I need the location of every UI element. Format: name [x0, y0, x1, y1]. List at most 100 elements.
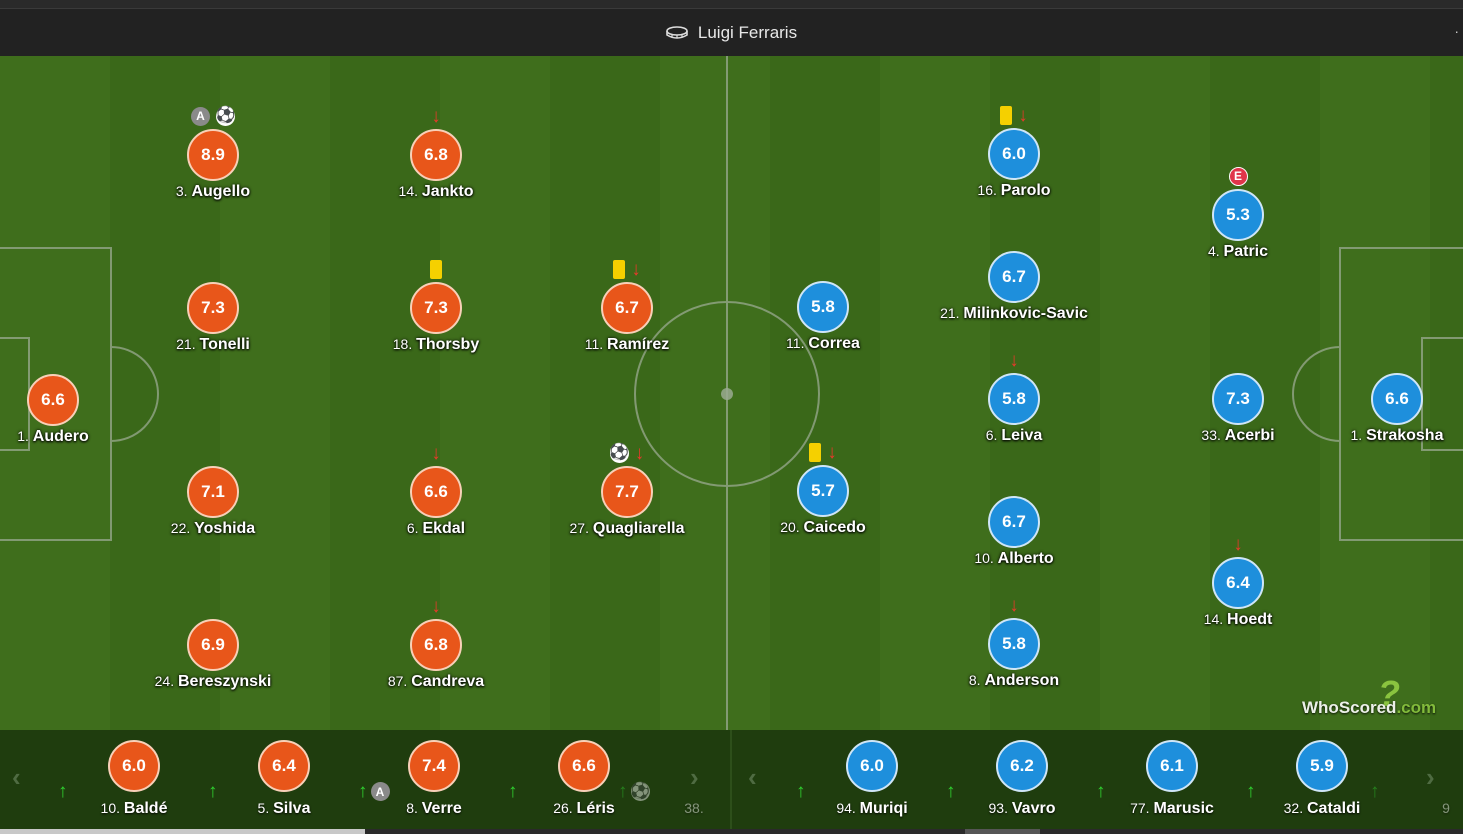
scrollbar-thumb-right[interactable] — [965, 829, 1040, 834]
sub-name[interactable]: 26. Léris — [524, 800, 644, 818]
player-rating[interactable]: 5.8 — [797, 281, 849, 333]
home-player-bereszynski[interactable]: 6.9 24. Bereszynski — [133, 593, 293, 693]
away-sub-vavro[interactable]: 6.2↑93. Vavro — [946, 738, 1082, 828]
sub-name[interactable]: 38. — [634, 800, 754, 818]
away-player-correa[interactable]: 5.8 11. Correa — [743, 255, 903, 355]
sub-name[interactable]: 94. Muriqi — [812, 800, 932, 818]
player-name[interactable]: 24. Bereszynski — [133, 673, 293, 691]
player-rating[interactable]: 6.9 — [187, 619, 239, 671]
player-rating[interactable]: 5.7 — [797, 465, 849, 517]
player-rating[interactable]: 7.3 — [187, 282, 239, 334]
player-rating[interactable]: 6.6 — [1371, 373, 1423, 425]
player-rating[interactable]: 6.7 — [601, 282, 653, 334]
away-sub-marusic[interactable]: 6.1↑77. Marusic — [1096, 738, 1232, 828]
player-name[interactable]: 4. Patric — [1158, 243, 1318, 261]
sub-rating[interactable]: 5.9 — [1296, 740, 1348, 792]
home-player-audero[interactable]: 6.6 1. Audero — [0, 348, 133, 448]
player-rating[interactable]: 6.8 — [410, 129, 462, 181]
sub-rating[interactable]: 6.1 — [1146, 740, 1198, 792]
player-name[interactable]: 21. Tonelli — [133, 336, 293, 354]
player-rating[interactable]: 6.7 — [988, 496, 1040, 548]
away-sub-cataldi[interactable]: 5.9↑32. Cataldi — [1246, 738, 1382, 828]
away-sub-partial[interactable]: ↑9 — [1370, 738, 1463, 828]
player-name[interactable]: 1. Audero — [0, 428, 133, 446]
away-subs-next-arrow[interactable]: › — [1426, 762, 1435, 792]
sub-rating[interactable]: 7.4 — [408, 740, 460, 792]
home-sub-bald-[interactable]: 6.0↑10. Baldé — [58, 738, 194, 828]
home-player-thorsby[interactable]: 7.3 18. Thorsby — [356, 256, 516, 356]
player-name[interactable]: 6. Leiva — [934, 427, 1094, 445]
player-rating[interactable]: 6.7 — [988, 251, 1040, 303]
sub-rating[interactable]: 6.2 — [996, 740, 1048, 792]
away-player-acerbi[interactable]: 7.3 33. Acerbi — [1158, 347, 1318, 447]
player-name[interactable]: 27. Quagliarella — [547, 520, 707, 538]
player-name[interactable]: 20. Caicedo — [743, 519, 903, 537]
player-rating[interactable]: 7.7 — [601, 466, 653, 518]
player-rating[interactable]: 6.4 — [1212, 557, 1264, 609]
player-rating[interactable]: 6.6 — [27, 374, 79, 426]
player-name[interactable]: 22. Yoshida — [133, 520, 293, 538]
sub-name[interactable]: 93. Vavro — [962, 800, 1082, 818]
home-sub-l-ris[interactable]: 6.6↑26. Léris — [508, 738, 644, 828]
home-subs-prev-arrow[interactable]: ‹ — [12, 762, 21, 792]
away-subs-prev-arrow[interactable]: ‹ — [748, 762, 757, 792]
player-rating[interactable]: 6.0 — [988, 128, 1040, 180]
header-edge-mark[interactable]: · — [1454, 23, 1459, 39]
player-name[interactable]: 1. Strakosha — [1317, 427, 1463, 445]
sub-rating[interactable]: 6.0 — [108, 740, 160, 792]
player-name[interactable]: 18. Thorsby — [356, 336, 516, 354]
player-name[interactable]: 16. Parolo — [934, 182, 1094, 200]
player-rating[interactable]: 5.8 — [988, 618, 1040, 670]
sub-name[interactable]: 10. Baldé — [74, 800, 194, 818]
player-name[interactable]: 8. Anderson — [934, 672, 1094, 690]
sub-name[interactable]: 77. Marusic — [1112, 800, 1232, 818]
sub-name[interactable]: 8. Verre — [374, 800, 494, 818]
player-name[interactable]: 14. Jankto — [356, 183, 516, 201]
away-player-strakosha[interactable]: 6.6 1. Strakosha — [1317, 347, 1463, 447]
sub-rating[interactable]: 6.4 — [258, 740, 310, 792]
sub-name[interactable]: 32. Cataldi — [1262, 800, 1382, 818]
player-name[interactable]: 87. Candreva — [356, 673, 516, 691]
player-rating[interactable]: 5.3 — [1212, 189, 1264, 241]
player-rating[interactable]: 6.6 — [410, 466, 462, 518]
player-name[interactable]: 6. Ekdal — [356, 520, 516, 538]
home-subs-next-arrow[interactable]: › — [690, 762, 699, 792]
scrollbar-thumb-left[interactable] — [0, 829, 365, 834]
player-rating[interactable]: 7.3 — [1212, 373, 1264, 425]
player-name[interactable]: 10. Alberto — [934, 550, 1094, 568]
player-name[interactable]: 11. Ramírez — [547, 336, 707, 354]
player-name[interactable]: 14. Hoedt — [1158, 611, 1318, 629]
player-rating[interactable]: 7.3 — [410, 282, 462, 334]
sub-rating[interactable]: 6.6 — [558, 740, 610, 792]
home-player-tonelli[interactable]: 7.3 21. Tonelli — [133, 256, 293, 356]
player-rating[interactable]: 5.8 — [988, 373, 1040, 425]
away-player-alberto[interactable]: 6.7 10. Alberto — [934, 470, 1094, 570]
home-sub-partial[interactable]: ↑⚽38. — [618, 738, 754, 828]
player-name[interactable]: 11. Correa — [743, 335, 903, 353]
player-name[interactable]: 21. Milinkovic-Savic — [934, 305, 1094, 323]
away-sub-muriqi[interactable]: 6.0↑94. Muriqi — [796, 738, 932, 828]
sub-rating[interactable]: 6.0 — [846, 740, 898, 792]
away-player-milinkovic-savic[interactable]: 6.7 21. Milinkovic-Savic — [934, 225, 1094, 325]
player-name[interactable]: 33. Acerbi — [1158, 427, 1318, 445]
player-rating[interactable]: 6.8 — [410, 619, 462, 671]
bottom-scrollbar[interactable] — [0, 829, 1463, 834]
sub-name[interactable]: 5. Silva — [224, 800, 344, 818]
home-player-yoshida[interactable]: 7.1 22. Yoshida — [133, 440, 293, 540]
player-name[interactable]: 3. Augello — [133, 183, 293, 201]
home-sub-silva[interactable]: 6.4↑5. Silva — [208, 738, 344, 828]
player-rating[interactable]: 7.1 — [187, 466, 239, 518]
